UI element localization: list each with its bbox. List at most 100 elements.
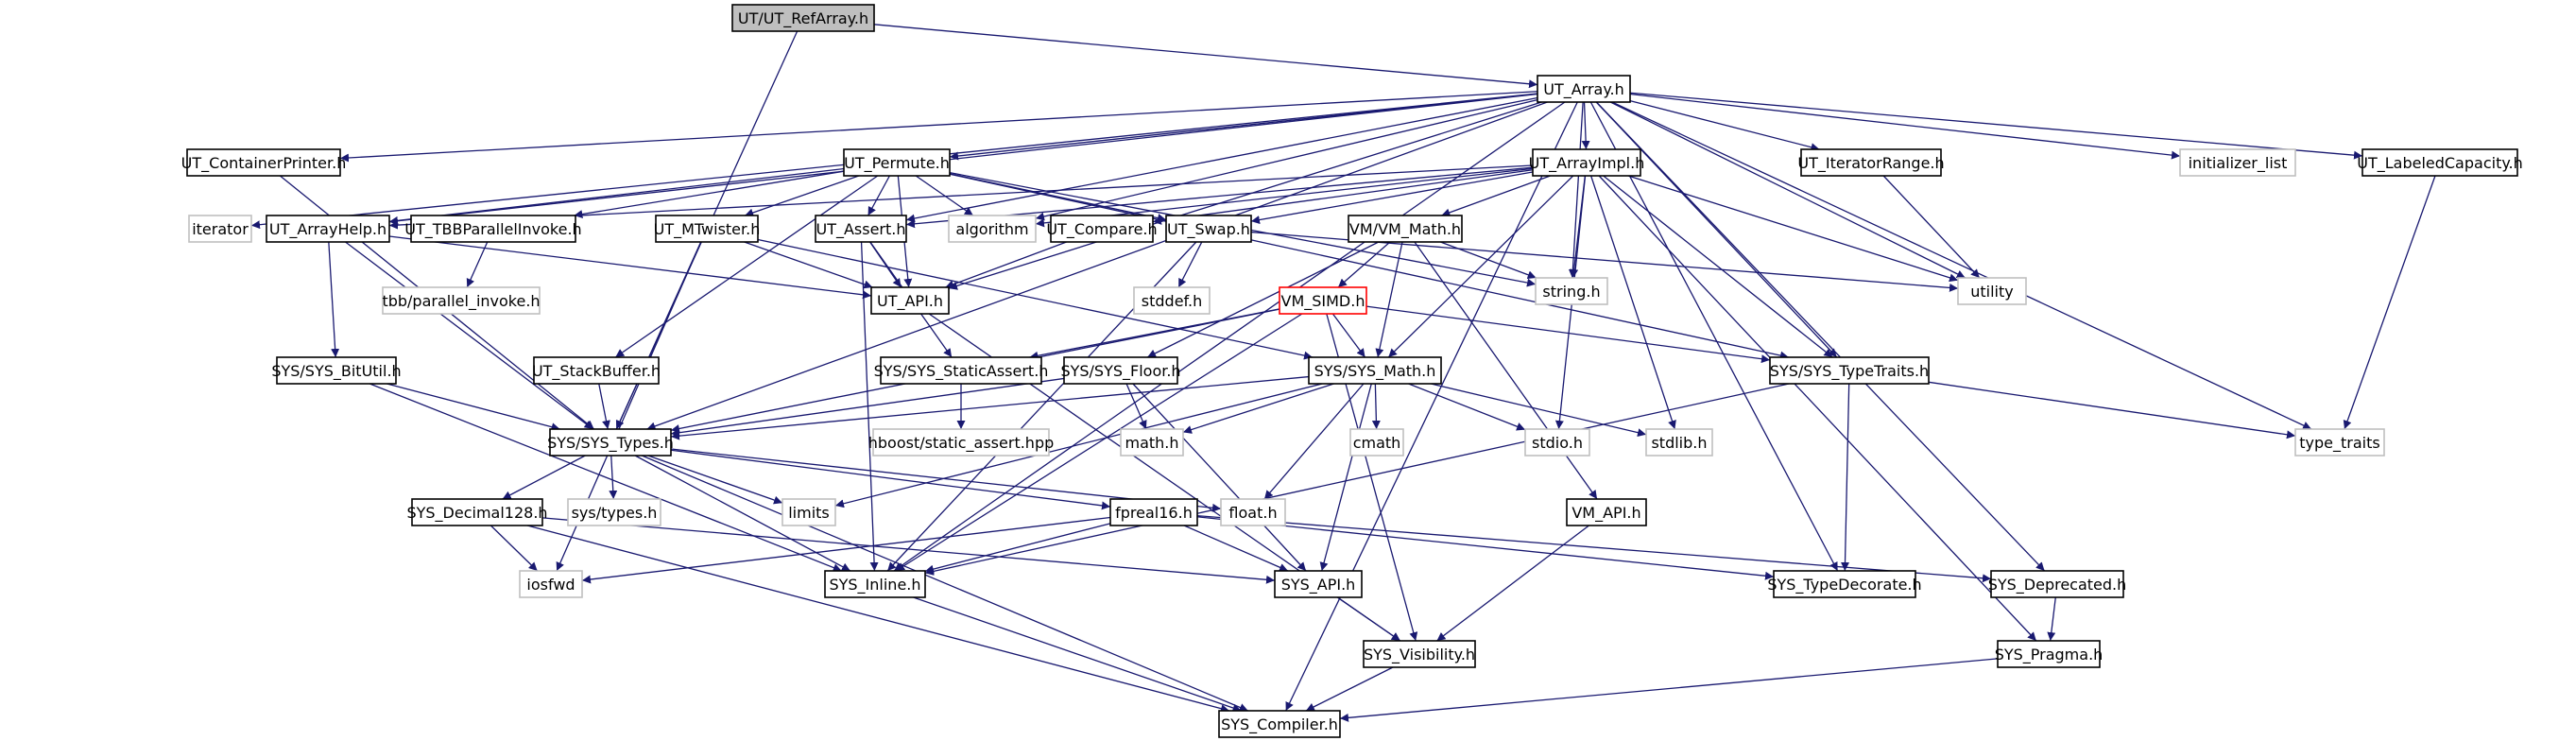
node-sys-typedecorate[interactable]: SYS_TypeDecorate.h	[1767, 570, 1922, 598]
node-iosfwd: iosfwd	[519, 570, 583, 598]
node-label: float.h	[1228, 504, 1277, 522]
edge-line	[1365, 305, 1771, 364]
edge-UT_ArrayImpl-to-UT_Swap	[1250, 171, 1534, 225]
node-sys-visibility[interactable]: SYS_Visibility.h	[1363, 640, 1476, 668]
edge-line	[867, 175, 890, 216]
edge-SYS_Decimal128-to-SYS_Compiler	[526, 525, 1230, 714]
node-ut-stackbuffer[interactable]: UT_StackBuffer.h	[532, 356, 661, 385]
node-ut-containerprinter[interactable]: UT_ContainerPrinter.h	[181, 148, 347, 177]
node-layer: UT/UT_RefArray.hUT_Array.hUT_ContainerPr…	[181, 4, 2523, 738]
edge-line	[949, 173, 1789, 360]
edge-VM_Math-to-VM_SIMD	[1337, 241, 1391, 288]
node-sys-inline[interactable]: SYS_Inline.h	[824, 570, 926, 598]
node-sys-staticassert[interactable]: SYS/SYS_StaticAssert.h	[874, 356, 1049, 385]
node-box	[188, 215, 252, 243]
edge-VM_API-to-SYS_Visibility	[1436, 525, 1589, 642]
edge-line	[526, 525, 1230, 714]
edge-UT_ArrayImpl-to-algorithm	[1035, 167, 1534, 228]
edge-line	[2047, 596, 2056, 642]
edge-line	[1182, 383, 1334, 434]
edge-line	[1590, 175, 1676, 430]
edge-SYS_Types-to-limits	[647, 455, 783, 505]
edge-SYS_Floor-to-math_h	[1125, 383, 1147, 430]
node-box	[382, 286, 541, 315]
edge-line	[1436, 525, 1589, 642]
node-ut-arrayhelp[interactable]: UT_ArrayHelp.h	[266, 215, 390, 243]
node-label: UT_Permute.h	[844, 154, 950, 173]
edge-line	[1196, 515, 1992, 583]
edge-line	[1629, 93, 2181, 160]
node-vm-simd[interactable]: VM_SIMD.h	[1279, 286, 1367, 315]
edge-line	[1035, 98, 1538, 221]
node-box	[2179, 148, 2296, 177]
edge-line	[1595, 101, 2046, 572]
edge-UT_Array-to-SYS_TypeDecorate	[1589, 101, 1839, 572]
edge-UT_Array-to-UT_ArrayImpl	[1581, 101, 1590, 150]
edge-line	[388, 167, 845, 225]
edge-line	[1029, 308, 1280, 360]
edge-line	[757, 238, 1314, 360]
edge-VM_SIMD-to-SYS_TypeTraits	[1365, 305, 1771, 364]
node-sys-bitutil[interactable]: SYS/SYS_BitUtil.h	[271, 356, 402, 385]
node-ut-tbbparallelinvoke[interactable]: UT_TBBParallelInvoke.h	[404, 215, 582, 243]
node-vm-api[interactable]: VM_API.h	[1566, 498, 1647, 526]
edge-UT_Array-to-UT_IteratorRange	[1629, 99, 1820, 152]
node-label: iosfwd	[526, 576, 575, 594]
edge-SYS_TypeTraits-to-type_traits	[1928, 381, 2296, 439]
edge-line	[1387, 175, 1574, 358]
node-ut-refarray[interactable]: UT/UT_RefArray.h	[731, 4, 875, 32]
edge-line	[1339, 658, 1999, 722]
node-label: SYS/SYS_StaticAssert.h	[874, 362, 1049, 381]
node-label: tbb/parallel_invoke.h	[382, 292, 540, 311]
node-ut-compare[interactable]: UT_Compare.h	[1046, 215, 1158, 243]
node-initializer-list: initializer_list	[2179, 148, 2296, 177]
edge-line	[1408, 383, 1526, 431]
node-box	[880, 356, 1042, 385]
edge-line	[1177, 241, 1203, 288]
node-sys-decimal128[interactable]: SYS_Decimal128.h	[406, 498, 548, 526]
node-label: stdio.h	[1532, 434, 1583, 452]
node-label: SYS/SYS_Types.h	[547, 434, 674, 453]
node-box	[1800, 148, 1942, 177]
edge-line	[1132, 383, 1307, 572]
edge-UT_Array-to-string_h	[1568, 101, 1584, 279]
edge-line	[915, 175, 974, 216]
node-label: SYS/SYS_TypeTraits.h	[1770, 362, 1929, 381]
edge-line	[1196, 516, 1775, 580]
edge-line	[1568, 101, 1584, 279]
node-ut-assert[interactable]: UT_Assert.h	[815, 215, 907, 243]
node-ut-mtwister[interactable]: UT_MTwister.h	[654, 215, 761, 243]
node-ut-permute[interactable]: UT_Permute.h	[843, 148, 951, 177]
edge-UT_Permute-to-UT_TBBParallelInvoke	[574, 170, 845, 218]
node-ut-iteratorrange[interactable]: UT_IteratorRange.h	[1797, 148, 1945, 177]
node-label: limits	[788, 504, 830, 522]
node-sys-floor[interactable]: SYS/SYS_Floor.h	[1060, 356, 1181, 385]
node-ut-arrayimpl[interactable]: UT_ArrayImpl.h	[1529, 148, 1645, 177]
node-ut-api[interactable]: UT_API.h	[870, 286, 950, 315]
node-sys-api[interactable]: SYS_API.h	[1274, 570, 1363, 598]
node-box	[655, 215, 759, 243]
edge-line	[489, 525, 539, 572]
node-sys-typetraits[interactable]: SYS/SYS_TypeTraits.h	[1769, 356, 1930, 385]
edge-line	[1440, 241, 1537, 280]
node-ut-array[interactable]: UT_Array.h	[1537, 75, 1631, 103]
edge-UT_MTwister-to-UT_API	[744, 241, 873, 289]
edge-SYS_BitUtil-to-SYS_Inline	[369, 383, 842, 572]
edge-UT_Permute-to-UT_ArrayHelp	[388, 167, 845, 225]
node-ut-labeledcapacity[interactable]: UT_LabeledCapacity.h	[2357, 148, 2523, 177]
node-ut-swap[interactable]: UT_Swap.h	[1165, 215, 1252, 243]
edge-fpreal16-to-SYS_Deprecated	[1196, 515, 1992, 583]
edge-line	[670, 449, 1111, 510]
node-sys-types-h: sys/types.h	[567, 498, 661, 526]
node-sys-compiler[interactable]: SYS_Compiler.h	[1218, 710, 1341, 738]
node-label: UT_IteratorRange.h	[1797, 154, 1944, 173]
node-sys-math[interactable]: SYS/SYS_Math.h	[1308, 356, 1442, 385]
node-stdio-h: stdio.h	[1524, 428, 1590, 457]
node-vm-math[interactable]: VM/VM_Math.h	[1348, 215, 1463, 243]
node-box	[781, 498, 836, 526]
node-fpreal16[interactable]: fpreal16.h	[1109, 498, 1198, 526]
node-sys-pragma[interactable]: SYS_Pragma.h	[1995, 640, 2104, 668]
node-sys-types[interactable]: SYS/SYS_Types.h	[547, 428, 674, 457]
node-sys-deprecated[interactable]: SYS_Deprecated.h	[1988, 570, 2127, 598]
edge-UT_Array-to-UT_Assert	[905, 96, 1538, 223]
